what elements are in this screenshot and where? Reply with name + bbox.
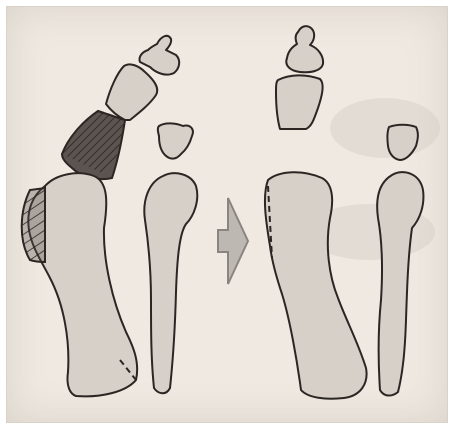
- distal-phalanx-left: [139, 36, 179, 75]
- resected-condyle: [22, 188, 45, 262]
- paper-smudge: [330, 98, 440, 158]
- slender-metatarsal-left: [144, 173, 197, 393]
- small-phalanx-right: [387, 125, 418, 160]
- proximal-phalanx-left: [106, 64, 157, 120]
- small-phalanx-left: [158, 123, 193, 158]
- slender-metatarsal-right: [377, 172, 423, 395]
- fused-phalanx-right: [276, 75, 323, 129]
- distal-phalanx-right: [286, 26, 323, 72]
- transition-arrow: [218, 198, 248, 284]
